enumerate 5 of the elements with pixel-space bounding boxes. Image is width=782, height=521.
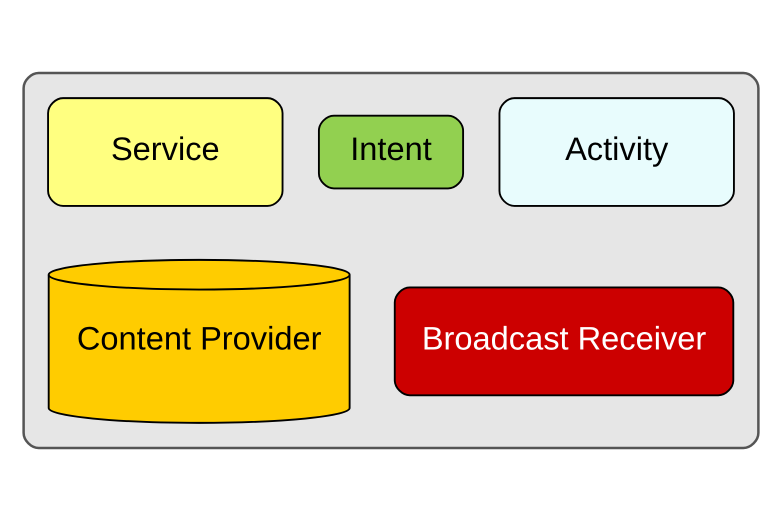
node-box: Intent (318, 114, 464, 190)
cluster (22, 72, 760, 450)
node-box: Activity (498, 97, 735, 207)
node-box: Broadcast Receiver (394, 286, 734, 396)
node-box: Service (47, 97, 284, 207)
